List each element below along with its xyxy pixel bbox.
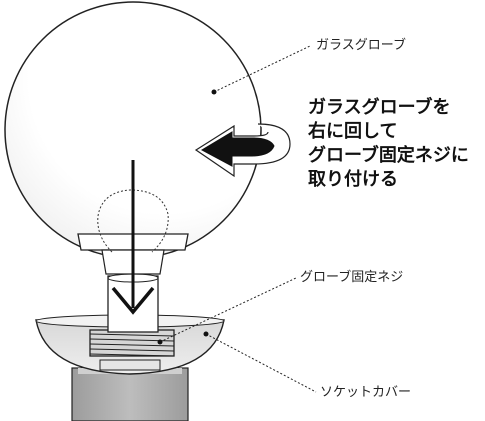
arrow-down-icon xyxy=(111,160,155,315)
instruction-line: 右に回して xyxy=(308,121,398,142)
globe-fixing-screw-label: グローブ固定ネジ xyxy=(300,270,404,285)
instruction-line: 取り付ける xyxy=(308,169,398,190)
light-bulb xyxy=(97,189,169,253)
instruction-line: ガラスグローブを xyxy=(308,97,451,118)
curved-arrow-right-turn-icon xyxy=(194,123,291,178)
instruction-text: ガラスグローブを 右に回して グローブ固定ネジに 取り付ける xyxy=(308,96,469,192)
instruction-line: グローブ固定ネジに xyxy=(308,145,469,166)
leader-lines xyxy=(157,45,317,393)
glass-globe-label: ガラスグローブ xyxy=(316,38,406,53)
socket-cover-label: ソケットカバー xyxy=(320,385,412,400)
lamp-pole xyxy=(71,367,189,421)
